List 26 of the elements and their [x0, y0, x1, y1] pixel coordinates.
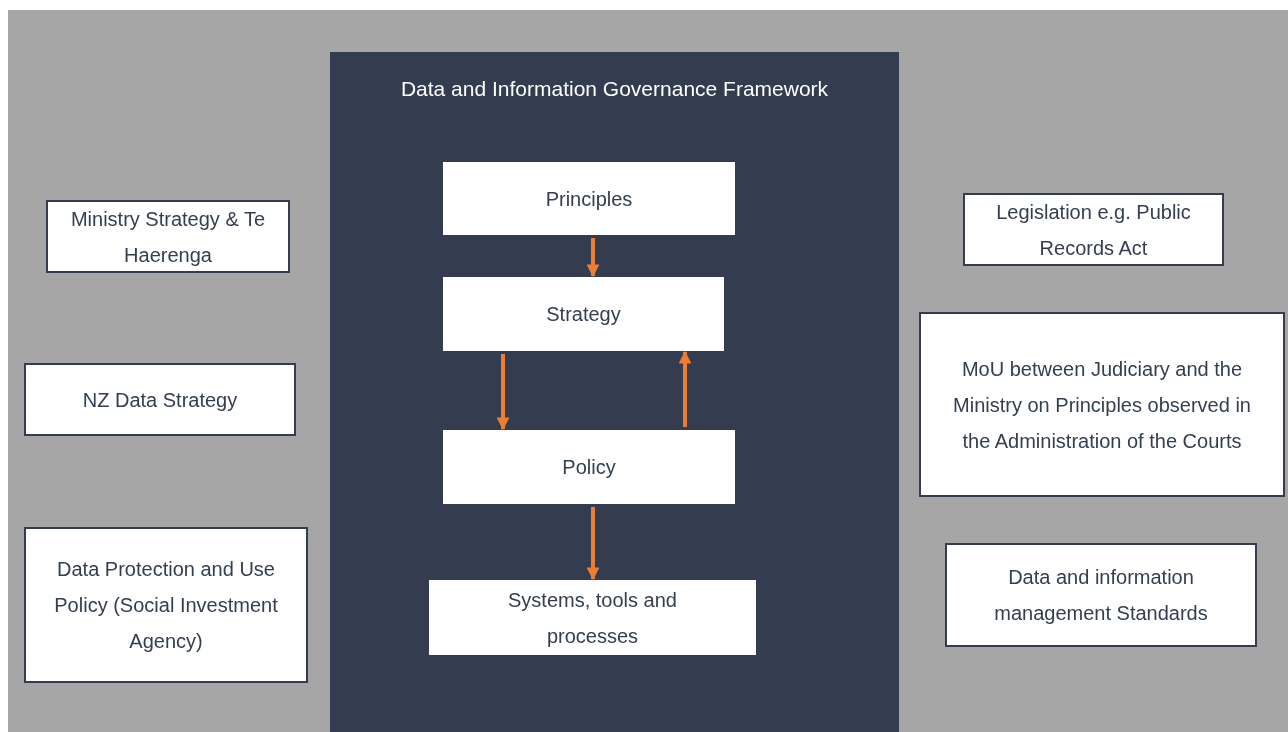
box-label: Data and information management Standards — [993, 565, 1209, 626]
box-label: Legislation e.g. Public Records Act — [995, 199, 1192, 261]
process-box — [443, 277, 724, 351]
box-label: Policy — [562, 455, 616, 480]
process-box — [429, 580, 756, 655]
box-label: NZ Data Strategy — [82, 387, 238, 413]
process-box — [443, 430, 735, 504]
context-box — [24, 363, 296, 436]
box-label: Principles — [545, 186, 633, 212]
context-box — [24, 527, 308, 683]
arrow — [586, 507, 600, 581]
context-box — [945, 543, 1257, 647]
framework-panel — [330, 52, 899, 732]
process-box — [443, 162, 735, 235]
context-box — [963, 193, 1224, 266]
box-label: Data Protection and Use Policy (Social Investment Agency) — [53, 557, 279, 654]
panel-title: Data and Information Governance Framework — [400, 76, 829, 102]
context-box — [46, 200, 290, 273]
arrow — [678, 350, 692, 427]
arrow — [586, 238, 600, 278]
box-label: MoU between Judiciary and the Ministry on Principles observed in the Administration of the Courts — [952, 356, 1252, 454]
box-label: Strategy — [546, 302, 621, 327]
box-label: Systems, tools and processes — [507, 587, 678, 649]
box-label: Ministry Strategy & Te Haerenga — [69, 206, 267, 268]
context-box — [919, 312, 1285, 497]
arrow — [496, 354, 510, 431]
